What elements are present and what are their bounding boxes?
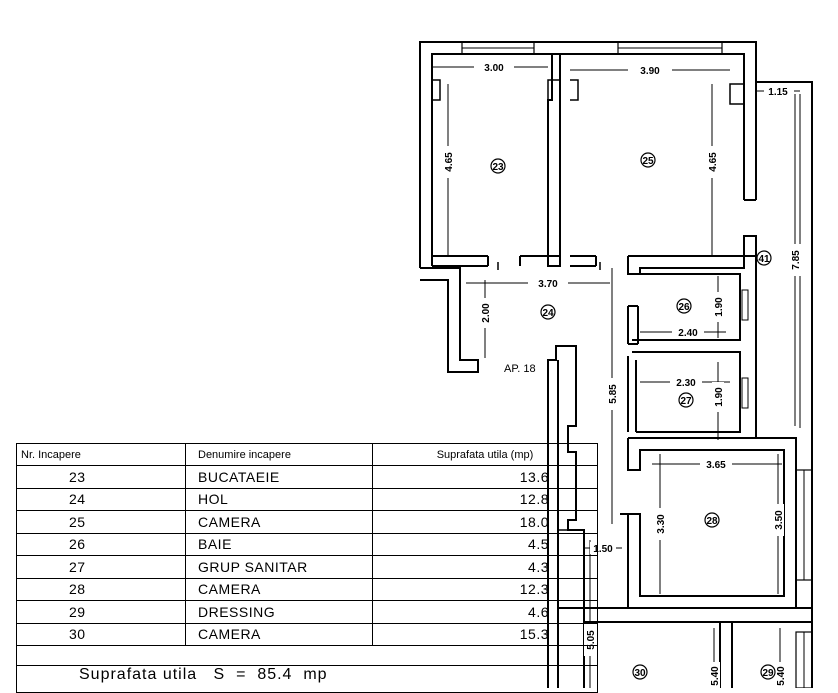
dim-1-90-b: 1.90 xyxy=(714,387,725,407)
dim-4-65-left: 4.65 xyxy=(444,152,455,172)
room-marker-26: 26 xyxy=(678,302,690,313)
room-marker-23: 23 xyxy=(492,162,504,173)
room-marker-24: 24 xyxy=(542,308,554,319)
room-name: BUCATAEIE xyxy=(185,465,373,489)
total-usable-area: Suprafata utila S = 85.4 mp xyxy=(16,665,598,693)
room-number: 23 xyxy=(16,465,186,489)
table-row: 25 CAMERA 18.0 xyxy=(16,510,598,534)
room-area: 15.3 xyxy=(372,622,598,646)
dim-1-90-a: 1.90 xyxy=(714,297,725,317)
walls xyxy=(419,41,813,688)
table-total-row: Suprafata utila S = 85.4 mp xyxy=(16,665,598,693)
room-area: 12.3 xyxy=(372,577,598,601)
dim-3-70: 3.70 xyxy=(538,279,558,290)
inner-wall-top xyxy=(431,53,745,266)
room-marker-29: 29 xyxy=(762,668,774,679)
spacer-cell xyxy=(16,645,598,666)
room-area: 12.8 xyxy=(372,487,598,511)
dim-4-65-right: 4.65 xyxy=(708,152,719,172)
dim-7-85: 7.85 xyxy=(791,250,802,270)
header-room-name: Denumire incapere xyxy=(185,443,373,466)
wall-bath-26 xyxy=(632,273,741,341)
dim-5-40-a: 5.40 xyxy=(710,666,721,686)
dim-1-50: 1.50 xyxy=(593,544,613,555)
room-name: CAMERA xyxy=(185,577,373,601)
room-number: 28 xyxy=(16,577,186,601)
room-name: CAMERA xyxy=(185,622,373,646)
dim-3-50: 3.50 xyxy=(774,510,785,530)
wall-bath-27 xyxy=(632,351,741,433)
dim-3-30: 3.30 xyxy=(656,514,667,534)
header-room-number: Nr. Incapere xyxy=(16,443,186,466)
table-row: 29 DRESSING 4.6 xyxy=(16,600,598,624)
room-number: 24 xyxy=(16,487,186,511)
table-row: 26 BAIE 4.5 xyxy=(16,532,598,556)
table-row: 24 HOL 12.8 xyxy=(16,487,598,511)
room-number: 25 xyxy=(16,510,186,534)
dim-2-40: 2.40 xyxy=(678,328,698,339)
room-name: CAMERA xyxy=(185,510,373,534)
dim-3-65: 3.65 xyxy=(706,460,726,471)
dim-5-40-b: 5.40 xyxy=(776,666,787,686)
room-marker-28: 28 xyxy=(706,516,718,527)
room-area: 18.0 xyxy=(372,510,598,534)
room-marker-30: 30 xyxy=(634,668,646,679)
dim-2-00: 2.00 xyxy=(481,303,492,323)
room-marker-25: 25 xyxy=(642,156,654,167)
room-name: BAIE xyxy=(185,532,373,556)
dim-5-85: 5.85 xyxy=(608,384,619,404)
room-area: 4.6 xyxy=(372,600,598,624)
table-spacer-row xyxy=(16,645,598,666)
header-usable-area: Suprafata utila (mp) xyxy=(372,443,598,466)
apartment-label: AP. 18 xyxy=(504,363,536,375)
table-row: 23 BUCATAEIE 13.6 xyxy=(16,465,598,489)
wall-kitchen-bottom xyxy=(420,267,479,373)
room-number: 29 xyxy=(16,600,186,624)
table-header-row: Nr. Incapere Denumire incapere Suprafata… xyxy=(16,443,598,466)
table-row: 27 GRUP SANITAR 4.3 xyxy=(16,555,598,579)
room-area: 13.6 xyxy=(372,465,598,489)
room-area: 4.3 xyxy=(372,555,598,579)
room-number: 26 xyxy=(16,532,186,556)
room-marker-41: 41 xyxy=(758,254,770,265)
table-row: 30 CAMERA 15.3 xyxy=(16,622,598,646)
room-area-table: Nr. Incapere Denumire incapere Suprafata… xyxy=(16,443,598,693)
room-number: 27 xyxy=(16,555,186,579)
room-markers: 23 25 24 26 27 28 30 29 41 xyxy=(490,152,776,680)
wall-kitchen-room xyxy=(547,54,561,267)
dim-3-00: 3.00 xyxy=(484,63,504,74)
dim-2-30: 2.30 xyxy=(676,378,696,389)
dim-3-90: 3.90 xyxy=(640,66,660,77)
room-name: HOL xyxy=(185,487,373,511)
room-marker-27: 27 xyxy=(680,396,692,407)
table-row: 28 CAMERA 12.3 xyxy=(16,577,598,601)
room-name: GRUP SANITAR xyxy=(185,555,373,579)
room-area: 4.5 xyxy=(372,532,598,556)
dim-1-15: 1.15 xyxy=(768,87,788,98)
room-name: DRESSING xyxy=(185,600,373,624)
outer-wall-top xyxy=(419,41,813,440)
room-number: 30 xyxy=(16,622,186,646)
